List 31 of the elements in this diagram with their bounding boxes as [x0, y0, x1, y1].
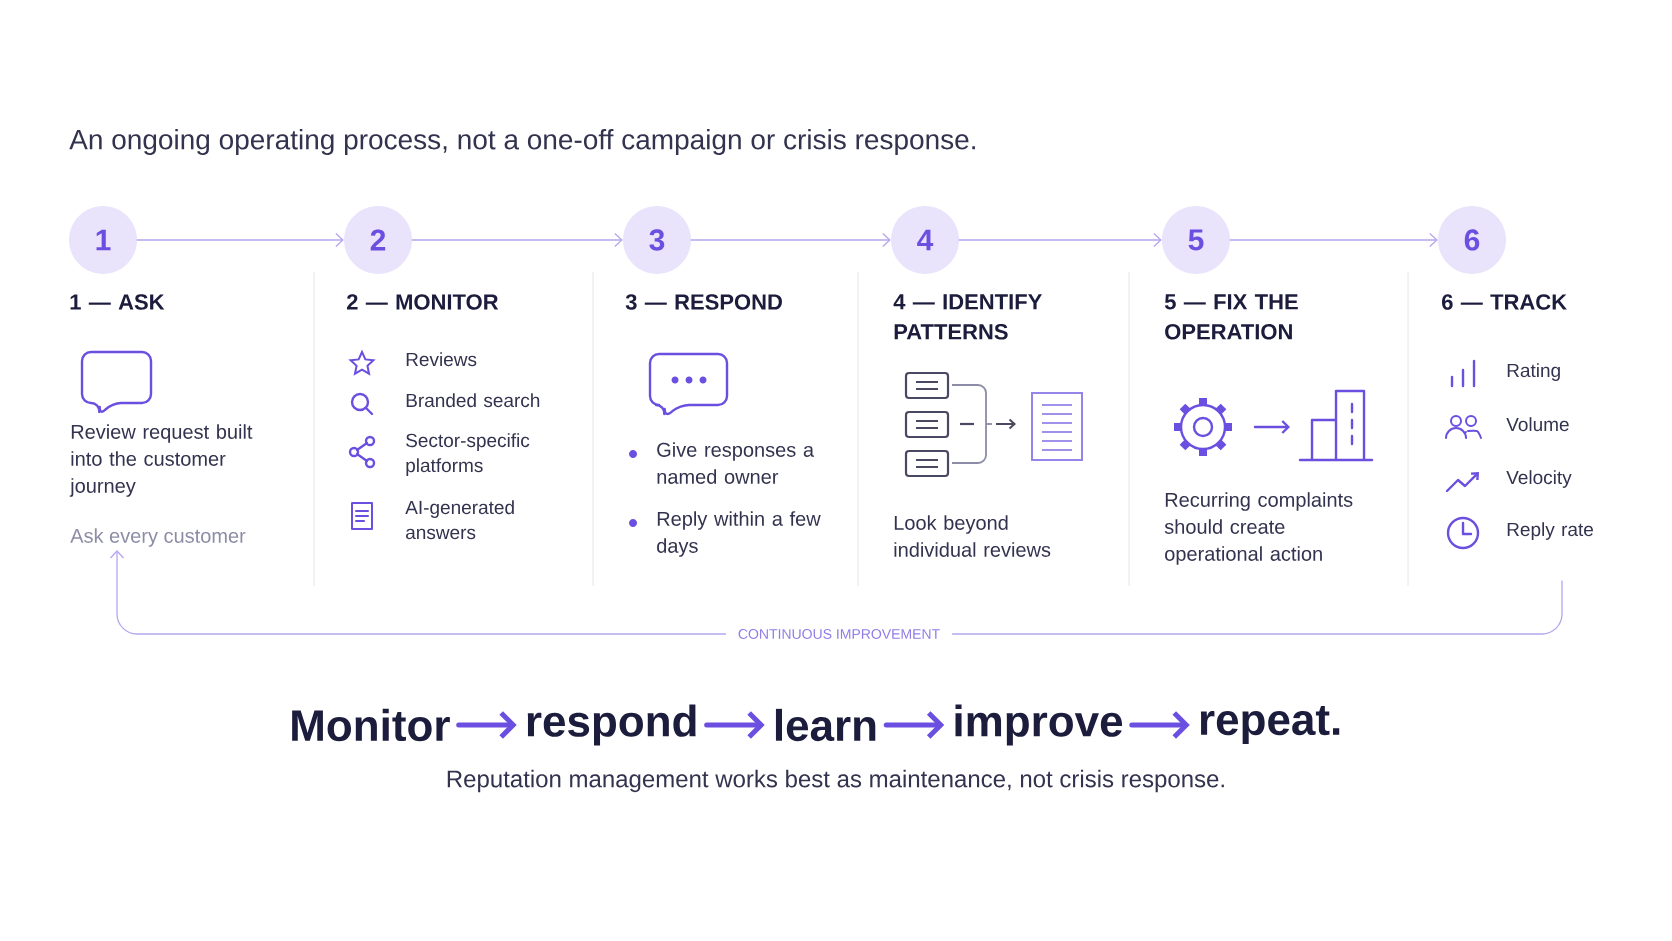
edge-label: CONTINUOUS IMPROVEMENT [725, 626, 953, 642]
arrow [704, 711, 765, 739]
arrow [690, 232, 891, 248]
title: An ongoing operating process, not a one-off campaign or crisis response. [69, 128, 975, 156]
list-item: Volume [1506, 417, 1569, 432]
arrow [456, 711, 517, 739]
note-text: Ask every customer [70, 528, 246, 547]
caption: Reputation management works best as maintenance, not crisis response. [447, 769, 1224, 793]
step-description: Reply within a few days [657, 511, 821, 557]
step-description: Review request built into the customer journey [69, 424, 253, 497]
step-description: Recurring complaints should create operational action [1164, 492, 1353, 565]
arrow [1129, 711, 1190, 739]
arrow [958, 232, 1162, 248]
arrow [1229, 232, 1438, 248]
list-item: Sector-specific platforms [406, 433, 530, 476]
step-description: Look beyond individual reviews [894, 515, 1051, 557]
step-description: Give responses a named owner [657, 442, 815, 484]
arrow [883, 711, 945, 739]
slogan-word: Monitor [292, 708, 450, 742]
list-item: Reviews [406, 352, 477, 367]
slogan-word: improve [955, 704, 1123, 746]
slogan-word: learn [775, 708, 876, 742]
arrow [136, 232, 344, 248]
slogan-word: repeat. [1200, 706, 1340, 744]
arrow [411, 232, 623, 248]
list-item: Reply rate [1507, 522, 1593, 540]
list-item: Branded search [406, 393, 540, 408]
list-item: Velocity [1506, 470, 1572, 488]
list-item: Rating [1507, 363, 1560, 381]
list-item: AI-generated answers [405, 500, 514, 540]
slogan-word: respond [527, 704, 696, 746]
